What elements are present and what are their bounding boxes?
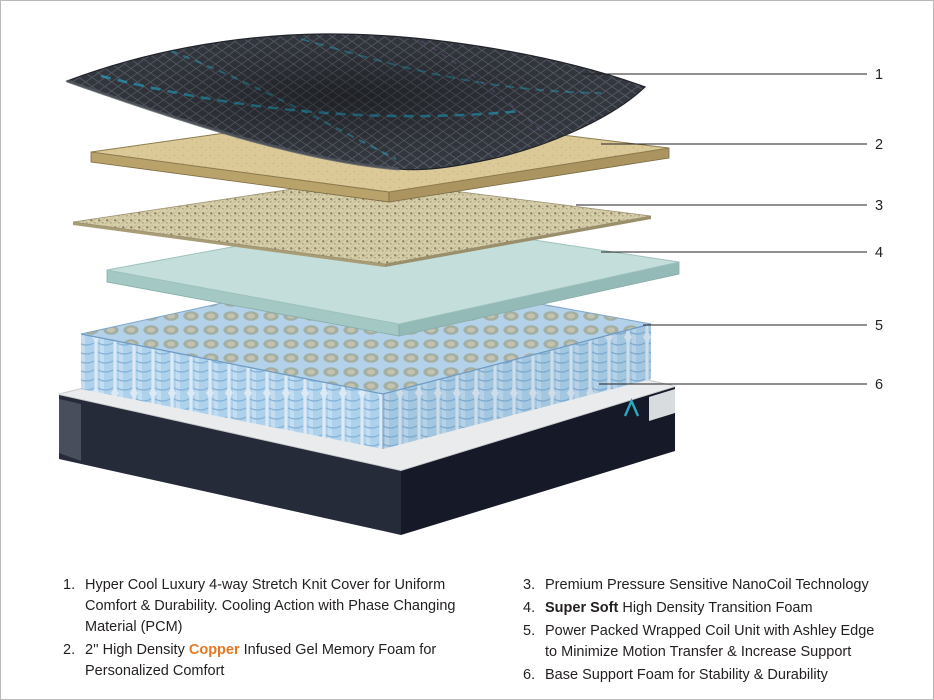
legend-text: 2'' High Density Copper Infused Gel Memo… (85, 641, 437, 679)
legend-text: Hyper Cool Luxury 4-way Stretch Knit Cov… (85, 577, 456, 635)
legend-number: 6. (523, 666, 536, 683)
callout-4: 4 (601, 245, 883, 261)
callout-5: 5 (643, 318, 883, 334)
callouts: 1 2 3 4 5 6 (576, 67, 883, 393)
legend-item-5: 5. Power Packed Wrapped Coil Unit with A… (523, 621, 879, 663)
copper-highlight: Copper (188, 641, 240, 658)
legend-number: 1. (63, 577, 76, 593)
legend-item-3: 3. Premium Pressure Sensitive NanoCoil T… (523, 575, 879, 596)
super-soft-highlight: Super Soft (545, 599, 619, 616)
legend-text: Power Packed Wrapped Coil Unit with Ashl… (545, 622, 875, 660)
base-side-accent-band (59, 399, 81, 461)
legend-item-6: 6. Base Support Foam for Stability & Dur… (523, 665, 879, 686)
legend-text: Super Soft High Density Transition Foam (545, 599, 813, 616)
layer-knit-cover (66, 33, 646, 171)
callout-2: 2 (601, 137, 883, 153)
mattress-exploded-diagram: 1 2 3 4 5 6 (58, 33, 883, 535)
callout-6: 6 (599, 377, 883, 393)
callout-number-2: 2 (875, 137, 883, 153)
legend-number: 4. (523, 599, 536, 616)
legend-column-left: 1. Hyper Cool Luxury 4-way Stretch Knit … (63, 575, 499, 687)
callout-number-4: 4 (875, 245, 883, 261)
callout-number-5: 5 (875, 318, 883, 334)
legend-item-4: 4. Super Soft High Density Transition Fo… (523, 598, 879, 619)
callout-1: 1 (581, 67, 883, 83)
legend-item-1: 1. Hyper Cool Luxury 4-way Stretch Knit … (63, 575, 499, 638)
callout-number-6: 6 (875, 377, 883, 393)
legend-text: Premium Pressure Sensitive NanoCoil Tech… (545, 577, 869, 593)
legend-number: 3. (523, 577, 536, 593)
layer-nanocoil-mesh (72, 178, 652, 267)
legend-text: Base Support Foam for Stability & Durabi… (545, 666, 828, 683)
callout-3: 3 (576, 198, 883, 214)
base-side-white-band (649, 389, 675, 421)
legend-column-right: 3. Premium Pressure Sensitive NanoCoil T… (523, 575, 879, 687)
legend-item-2: 2. 2'' High Density Copper Infused Gel M… (63, 640, 499, 682)
legend: 1. Hyper Cool Luxury 4-way Stretch Knit … (63, 575, 879, 687)
callout-number-1: 1 (875, 67, 883, 83)
callout-number-3: 3 (875, 198, 883, 214)
legend-number: 2. (63, 641, 76, 658)
legend-number: 5. (523, 622, 536, 639)
ashley-logo-mark (623, 397, 640, 417)
